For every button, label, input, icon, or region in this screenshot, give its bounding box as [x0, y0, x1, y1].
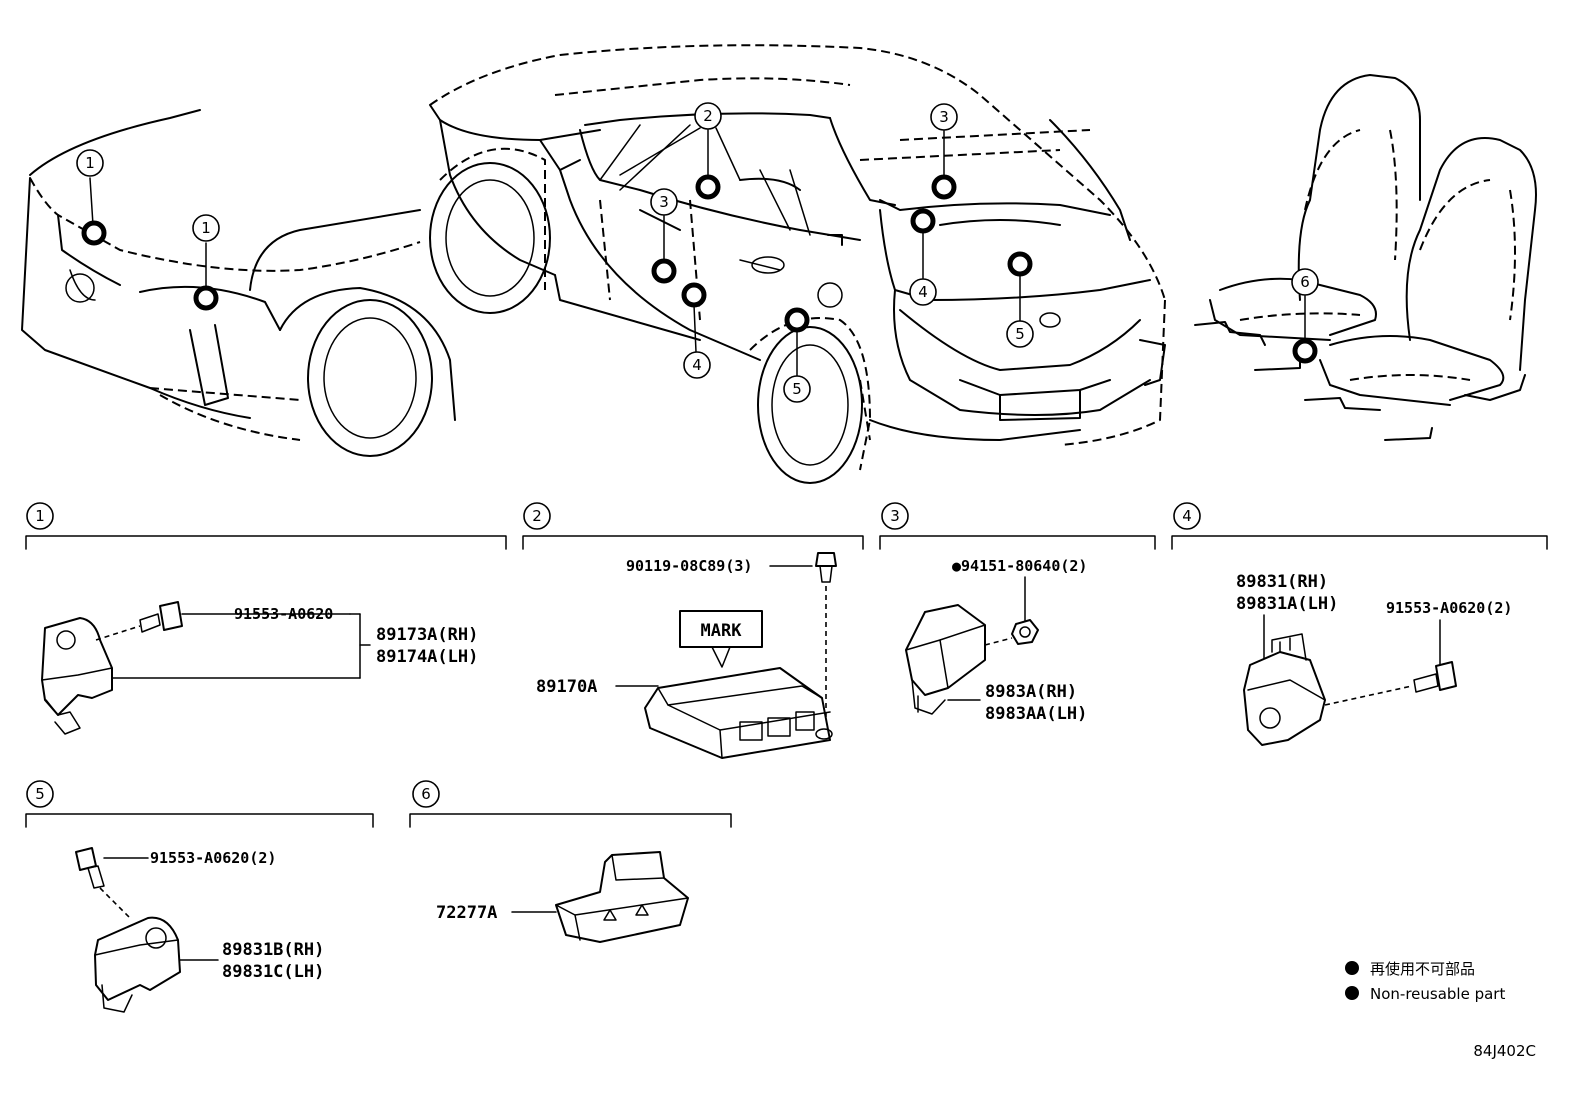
drawing-code: 84J402C	[1473, 1042, 1536, 1060]
callout-label: 4	[692, 356, 702, 374]
section-bracket	[25, 813, 374, 828]
rear-impact-sensor	[94, 916, 181, 1001]
callout-label: 6	[1300, 273, 1310, 291]
mark-box	[679, 610, 763, 648]
part-label: ●94151-80640(2)	[952, 557, 1087, 575]
callout-label: 3	[659, 193, 669, 211]
bullet-icon	[1345, 986, 1359, 1000]
front-impact-sensor	[41, 617, 113, 716]
position-marker	[193, 285, 219, 311]
position-marker	[651, 258, 677, 284]
section-3: 3 ●94151-80640(2) 8983A(RH) 8983AA(LH)	[879, 502, 1156, 724]
seats-illustration	[1194, 74, 1537, 441]
legend-text-en: Non-reusable part	[1370, 985, 1505, 1003]
part-label: 89173A(RH)	[376, 625, 478, 645]
section-bracket	[1171, 535, 1548, 550]
part-label: 89831C(LH)	[222, 962, 324, 982]
part-label: 8983AA(LH)	[985, 704, 1087, 724]
airbag-ecu	[644, 667, 831, 759]
section-2: 2 90119-08C89(3) MARK 89170A	[522, 502, 864, 759]
callout-label: 1	[85, 154, 95, 172]
bullet-icon	[1345, 961, 1359, 975]
section-bracket	[522, 535, 864, 550]
callout-label: 4	[918, 283, 928, 301]
part-label: 91553-A0620(2)	[1386, 599, 1512, 617]
callout-label: 5	[792, 380, 802, 398]
callout-label: 5	[1015, 325, 1025, 343]
position-marker	[81, 220, 107, 246]
section-4: 4 89831(RH) 89831A(LH) 91553-A0620(2)	[1171, 502, 1548, 746]
legend: 再使用不可部品 Non-reusable part	[1345, 960, 1505, 1003]
overview-callouts: 1 1 2 3 3 4 4 5	[76, 102, 1319, 403]
section-number: 1	[35, 507, 45, 525]
position-marker	[784, 307, 810, 333]
section-number: 3	[890, 507, 900, 525]
position-marker	[681, 282, 707, 308]
section-6: 6 72277A	[409, 780, 732, 943]
section-1: 1 91553-A0620 89173A(RH) 89174A(LH)	[25, 502, 507, 735]
section-5: 5 91553-A0620(2) 89831B(RH) 89831C(LH)	[25, 780, 374, 1013]
position-marker	[1007, 251, 1033, 277]
legend-text-jp: 再使用不可部品	[1370, 960, 1475, 978]
position-marker	[931, 174, 957, 200]
part-label: 8983A(RH)	[985, 682, 1077, 702]
rear-car-illustration	[429, 44, 1166, 484]
section-number: 2	[532, 507, 542, 525]
section-number: 6	[421, 785, 431, 803]
part-label: 89831(RH)	[1236, 572, 1328, 592]
position-marker	[910, 208, 936, 234]
callout-label: 2	[703, 107, 713, 125]
part-label: 89831A(LH)	[1236, 594, 1338, 614]
part-label: 89831B(RH)	[222, 940, 324, 960]
callout-label: 3	[939, 108, 949, 126]
part-label: 89170A	[536, 677, 597, 697]
section-bracket	[879, 535, 1156, 550]
part-label: 91553-A0620(2)	[150, 849, 276, 867]
part-label: 91553-A0620	[234, 605, 333, 623]
part-label: 89174A(LH)	[376, 647, 478, 667]
section-bracket	[409, 813, 732, 828]
part-label: 72277A	[436, 903, 497, 923]
callout-label: 1	[201, 219, 211, 237]
section-number: 4	[1182, 507, 1192, 525]
section-number: 5	[35, 785, 45, 803]
section-bracket	[25, 535, 507, 550]
front-car-illustration	[21, 109, 456, 457]
part-label: 90119-08C89(3)	[626, 557, 752, 575]
side-impact-sensor-rear	[1243, 651, 1326, 746]
position-marker	[695, 174, 721, 200]
position-marker	[1292, 338, 1318, 364]
occupant-sensor	[555, 851, 689, 943]
side-impact-sensor	[905, 604, 986, 696]
mark-label: MARK	[701, 621, 743, 641]
